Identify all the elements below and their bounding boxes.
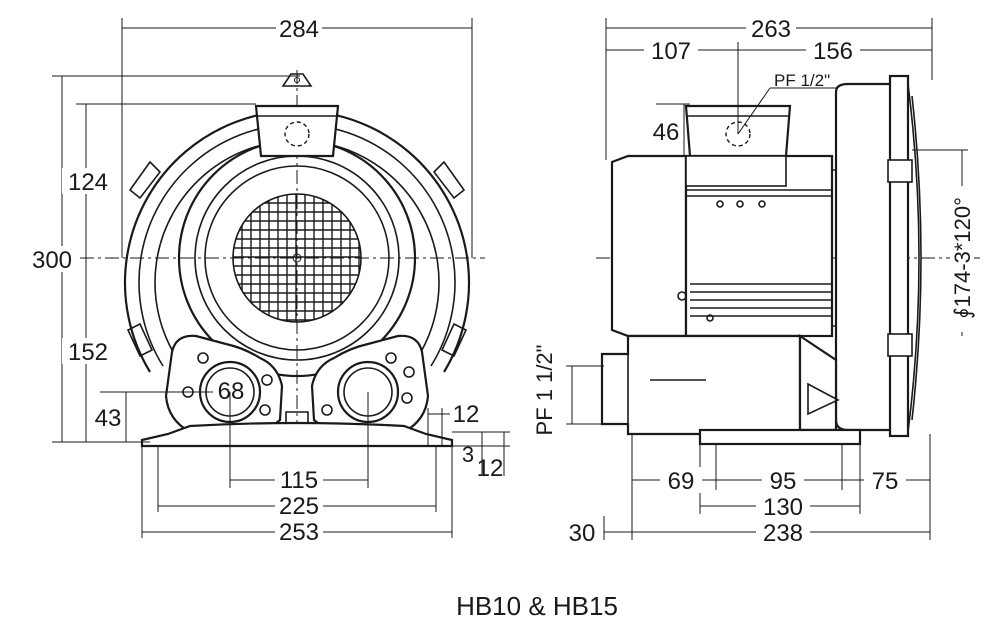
dim-motor-part: 107: [651, 38, 691, 65]
dim-port-height: 43: [95, 405, 122, 432]
label-bg: [864, 467, 906, 493]
label-bg: [275, 492, 323, 518]
side-terminal-box-base: [685, 155, 787, 187]
fan-hub: [292, 253, 302, 263]
label-bg: [746, 14, 796, 40]
dim-foot-height: 12: [477, 455, 504, 482]
flange-bolt: [401, 392, 413, 404]
flow-arrow-icon: [807, 382, 840, 416]
dim-box-height: 46: [653, 119, 680, 146]
side-view: 263 107 156 PF 1/2" 46 PF 1 1/2" ∮174-3*…: [532, 14, 980, 547]
dim-foot-rear: 75: [872, 468, 899, 495]
label-bg: [62, 338, 112, 364]
label-bg: [806, 37, 860, 63]
housing-lug-right-top: [432, 160, 466, 200]
dim-port-diameter: 68: [218, 378, 245, 405]
dim-height-overall: 300: [32, 247, 72, 274]
ground-terminal-icon: [677, 291, 687, 301]
dim-foot-margin: 30: [569, 520, 596, 547]
dim-foot-hole-spacing: 225: [279, 493, 319, 520]
cover-lug: [887, 333, 913, 357]
dim-foot-hole-spacing-side: 95: [770, 468, 797, 495]
label-bg: [660, 467, 702, 493]
flange-bolt: [321, 404, 333, 416]
dim-base-length: 238: [763, 520, 803, 547]
terminal-box-thread-label: PF 1/2": [774, 71, 830, 90]
label-bg: [90, 404, 124, 428]
lifting-eye-hole: [294, 77, 300, 83]
blower-housing-body: [834, 82, 900, 432]
dim-center-to-base: 152: [68, 339, 108, 366]
motor-bolt: [736, 200, 744, 208]
label-bg: [275, 518, 323, 544]
housing-lug-left-top: [128, 160, 162, 200]
label-bg: [756, 493, 810, 519]
label-bg: [762, 467, 804, 493]
blower-cover: [888, 74, 910, 438]
motor-bolt: [716, 200, 724, 208]
cover-lug: [887, 159, 913, 183]
side-dimensions: 263 107 156 PF 1/2" 46 PF 1 1/2" ∮174-3*…: [532, 14, 975, 547]
front-terminal-box: [254, 104, 340, 158]
terminal-box-cable-entry: [284, 121, 310, 147]
motor-fan-cover: [610, 154, 688, 338]
label-bg: [644, 37, 698, 63]
leader-line: [737, 87, 771, 135]
dim-width-overall: 284: [279, 16, 319, 43]
dim-foot-thickness: 12: [453, 401, 480, 428]
flange-bolt: [403, 366, 415, 378]
blower-cover-curve: [907, 83, 920, 433]
label-bg: [756, 519, 810, 545]
label-bg: [560, 519, 600, 545]
dim-foot-offset: 3: [462, 442, 474, 467]
dim-length-overall: 263: [751, 16, 791, 43]
label-bg: [62, 168, 112, 194]
flange-bolt: [259, 404, 271, 416]
side-port-manifold: [600, 333, 840, 436]
blower-cover-curve-inner: [911, 95, 922, 421]
label-bg: [275, 466, 323, 492]
dim-port-spacing: 115: [280, 467, 318, 494]
front-dimensions: 284 300 124 152 43 68 115: [28, 14, 510, 546]
motor-cover-ring: [204, 165, 390, 351]
side-port-transition: [798, 333, 838, 432]
label-bg: [28, 246, 78, 272]
dim-foot-length: 130: [763, 494, 803, 521]
side-blower-housing: [834, 74, 922, 438]
label-bg: [950, 186, 974, 332]
housing-lug-right-bottom: [440, 322, 468, 358]
flange-bolt: [385, 352, 397, 364]
dim-top-to-center: 124: [68, 169, 108, 196]
drawing-caption: HB10 & HB15: [456, 591, 618, 621]
base-foot-body: [140, 421, 454, 448]
front-view: 284 300 124 152 43 68 115: [28, 14, 510, 546]
motor-bolt: [758, 200, 766, 208]
front-base-foot: [140, 421, 454, 448]
side-base-foot: [698, 428, 862, 446]
dim-base-width: 253: [279, 519, 319, 546]
flange-bolt: [261, 374, 273, 386]
flange-bolt: [197, 352, 209, 364]
side-port-body: [600, 334, 802, 436]
port-thread-label: PF 1 1/2": [532, 345, 557, 436]
terminal-box-body: [254, 104, 340, 158]
dim-foot-front: 69: [668, 468, 695, 495]
flange-spec-label: ∮174-3*120°: [950, 197, 975, 319]
label-bg: [276, 14, 322, 40]
dim-blower-part: 156: [813, 38, 853, 65]
motor-bolt: [706, 314, 714, 322]
lifting-eye: [281, 73, 313, 87]
housing-lug-left-bottom: [126, 322, 154, 358]
label-bg: [213, 378, 249, 402]
side-terminal-box: [684, 104, 792, 187]
